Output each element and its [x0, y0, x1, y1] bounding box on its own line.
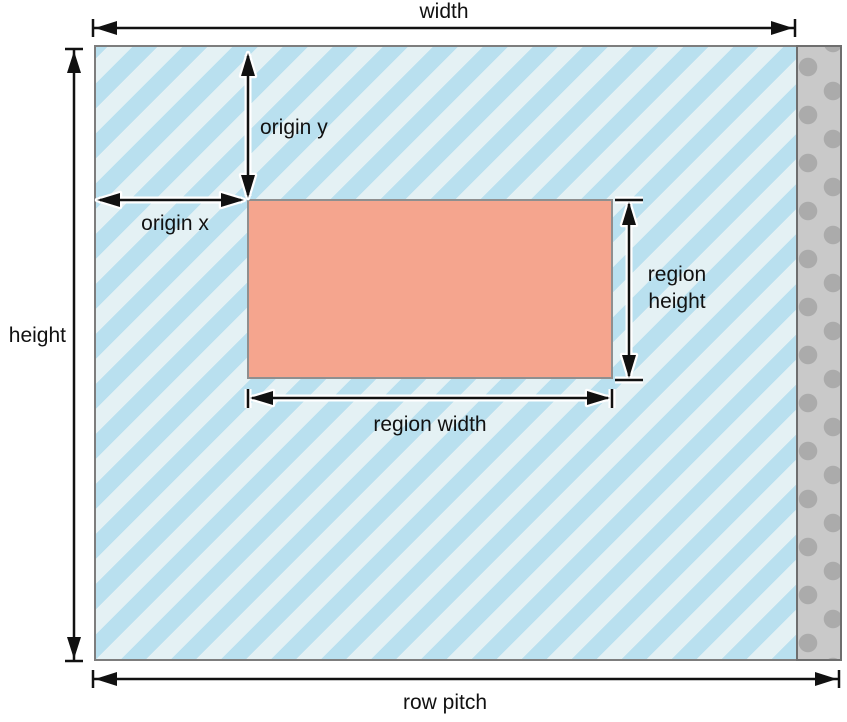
region-width-dimension-arrow [244, 388, 616, 408]
region-height-label: region height [647, 263, 707, 313]
origin-x-dimension-arrow [94, 190, 247, 210]
region-width-label: region width [373, 413, 487, 436]
region-rect [247, 199, 613, 379]
origin-y-label: origin y [260, 116, 328, 139]
region-height-dimension-arrow [615, 196, 643, 384]
height-label: height [8, 324, 66, 347]
origin-y-dimension-arrow [238, 50, 258, 201]
height-dimension-arrow [65, 47, 83, 663]
width-label: width [419, 0, 469, 23]
origin-x-label: origin x [141, 212, 209, 235]
width-dimension-arrow [91, 19, 797, 37]
row-pitch-label: row pitch [402, 691, 488, 714]
right-padding-dotted-strip [796, 45, 842, 661]
row-pitch-dimension-arrow [91, 670, 841, 688]
